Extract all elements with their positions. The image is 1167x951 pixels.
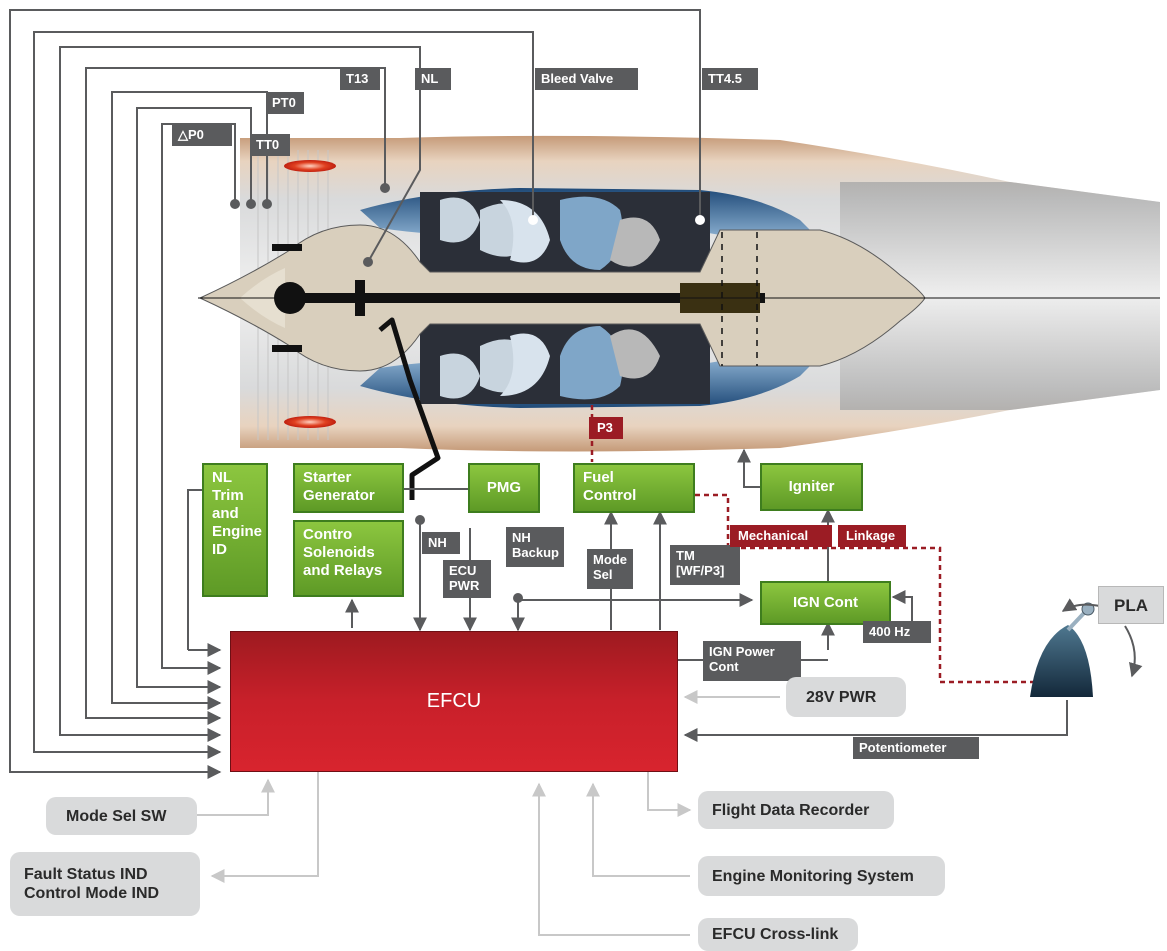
sensor-tag-pt0: PT0 bbox=[266, 92, 304, 114]
mode-sel-sw-pill: Mode Sel SW bbox=[46, 797, 197, 835]
sensor-tag-tt45: TT4.5 bbox=[702, 68, 758, 90]
signal-tag-mechanical: Mechanical bbox=[730, 525, 832, 547]
pmg-box: PMG bbox=[468, 463, 540, 513]
inlet-flame-bottom bbox=[284, 416, 336, 428]
signal-tag-mode-sel: Mode Sel bbox=[587, 549, 633, 589]
fuel-control-box: Fuel Control bbox=[573, 463, 695, 513]
nl-trim-engine-id-box: NL Trim and Engine ID bbox=[202, 463, 268, 597]
sensor-tag-tt0: TT0 bbox=[250, 134, 290, 156]
signal-tag-nh-backup: NH Backup bbox=[506, 527, 564, 567]
flight-data-recorder-pill: Flight Data Recorder bbox=[698, 791, 894, 829]
control-solenoids-relays-box: Contro Solenoids and Relays bbox=[293, 520, 404, 597]
igniter-box: Igniter bbox=[760, 463, 863, 511]
signal-tag-linkage: Linkage bbox=[838, 525, 906, 547]
pla-box: PLA bbox=[1098, 586, 1164, 624]
inlet-flame-top bbox=[284, 160, 336, 172]
engine-illustration bbox=[198, 136, 1160, 500]
fault-status-pill: Fault Status IND Control Mode IND bbox=[10, 852, 200, 916]
sensor-tag-t13: T13 bbox=[340, 68, 380, 90]
signal-tag-p3: P3 bbox=[589, 417, 623, 439]
ign-cont-box: IGN Cont bbox=[760, 581, 891, 625]
efcu-cross-link-pill: EFCU Cross-link bbox=[698, 918, 858, 951]
sensor-tag-dp0: △P0 bbox=[172, 124, 232, 146]
28v-pwr-pill: 28V PWR bbox=[786, 677, 906, 717]
signal-tag-ecu-pwr: ECU PWR bbox=[443, 560, 491, 598]
efcu-unit: EFCU bbox=[230, 631, 678, 772]
signal-tag-tm-wf-p3: TM [WF/P3] bbox=[670, 545, 740, 585]
sensor-tag-bleed-valve: Bleed Valve bbox=[535, 68, 638, 90]
sensor-tag-nl: NL bbox=[415, 68, 451, 90]
signal-tag-potentiometer: Potentiometer bbox=[853, 737, 979, 759]
starter-generator-box: Starter Generator bbox=[293, 463, 404, 513]
signal-tag-nh: NH bbox=[422, 532, 460, 554]
engine-monitoring-system-pill: Engine Monitoring System bbox=[698, 856, 945, 896]
signal-tag-400hz: 400 Hz bbox=[863, 621, 931, 643]
signal-tag-ign-power-cont: IGN Power Cont bbox=[703, 641, 801, 681]
